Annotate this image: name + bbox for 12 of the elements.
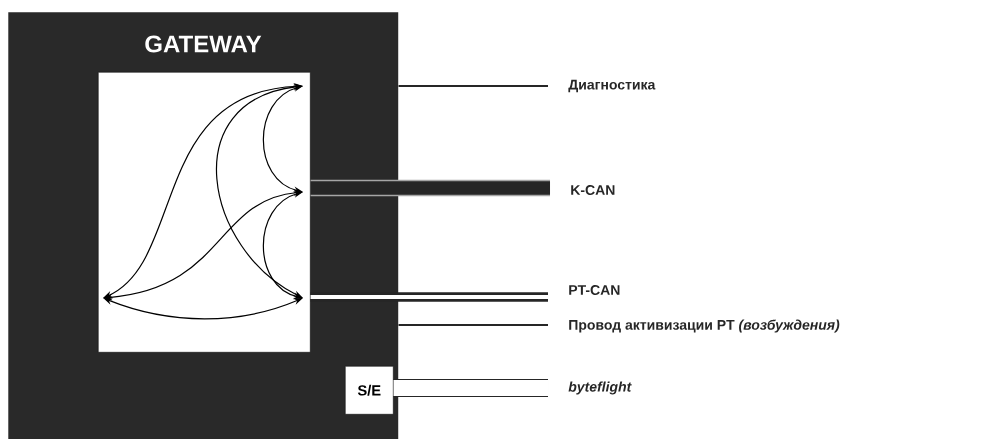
bus-label: PT-CAN	[569, 285, 620, 295]
bus-line	[397, 324, 549, 326]
bus-label: byteflight	[568, 381, 632, 395]
bus-line	[310, 179, 550, 197]
bus-line	[397, 85, 549, 87]
routing-panel	[98, 72, 311, 353]
bus-line	[393, 378, 548, 398]
bus-line	[310, 292, 548, 302]
interface-box: S/E	[345, 366, 394, 415]
bus-label: Провод активизации PT (возбуждения)	[569, 319, 840, 333]
bus-label: Диагностика	[568, 79, 656, 93]
bus-label: K-CAN	[571, 185, 615, 195]
